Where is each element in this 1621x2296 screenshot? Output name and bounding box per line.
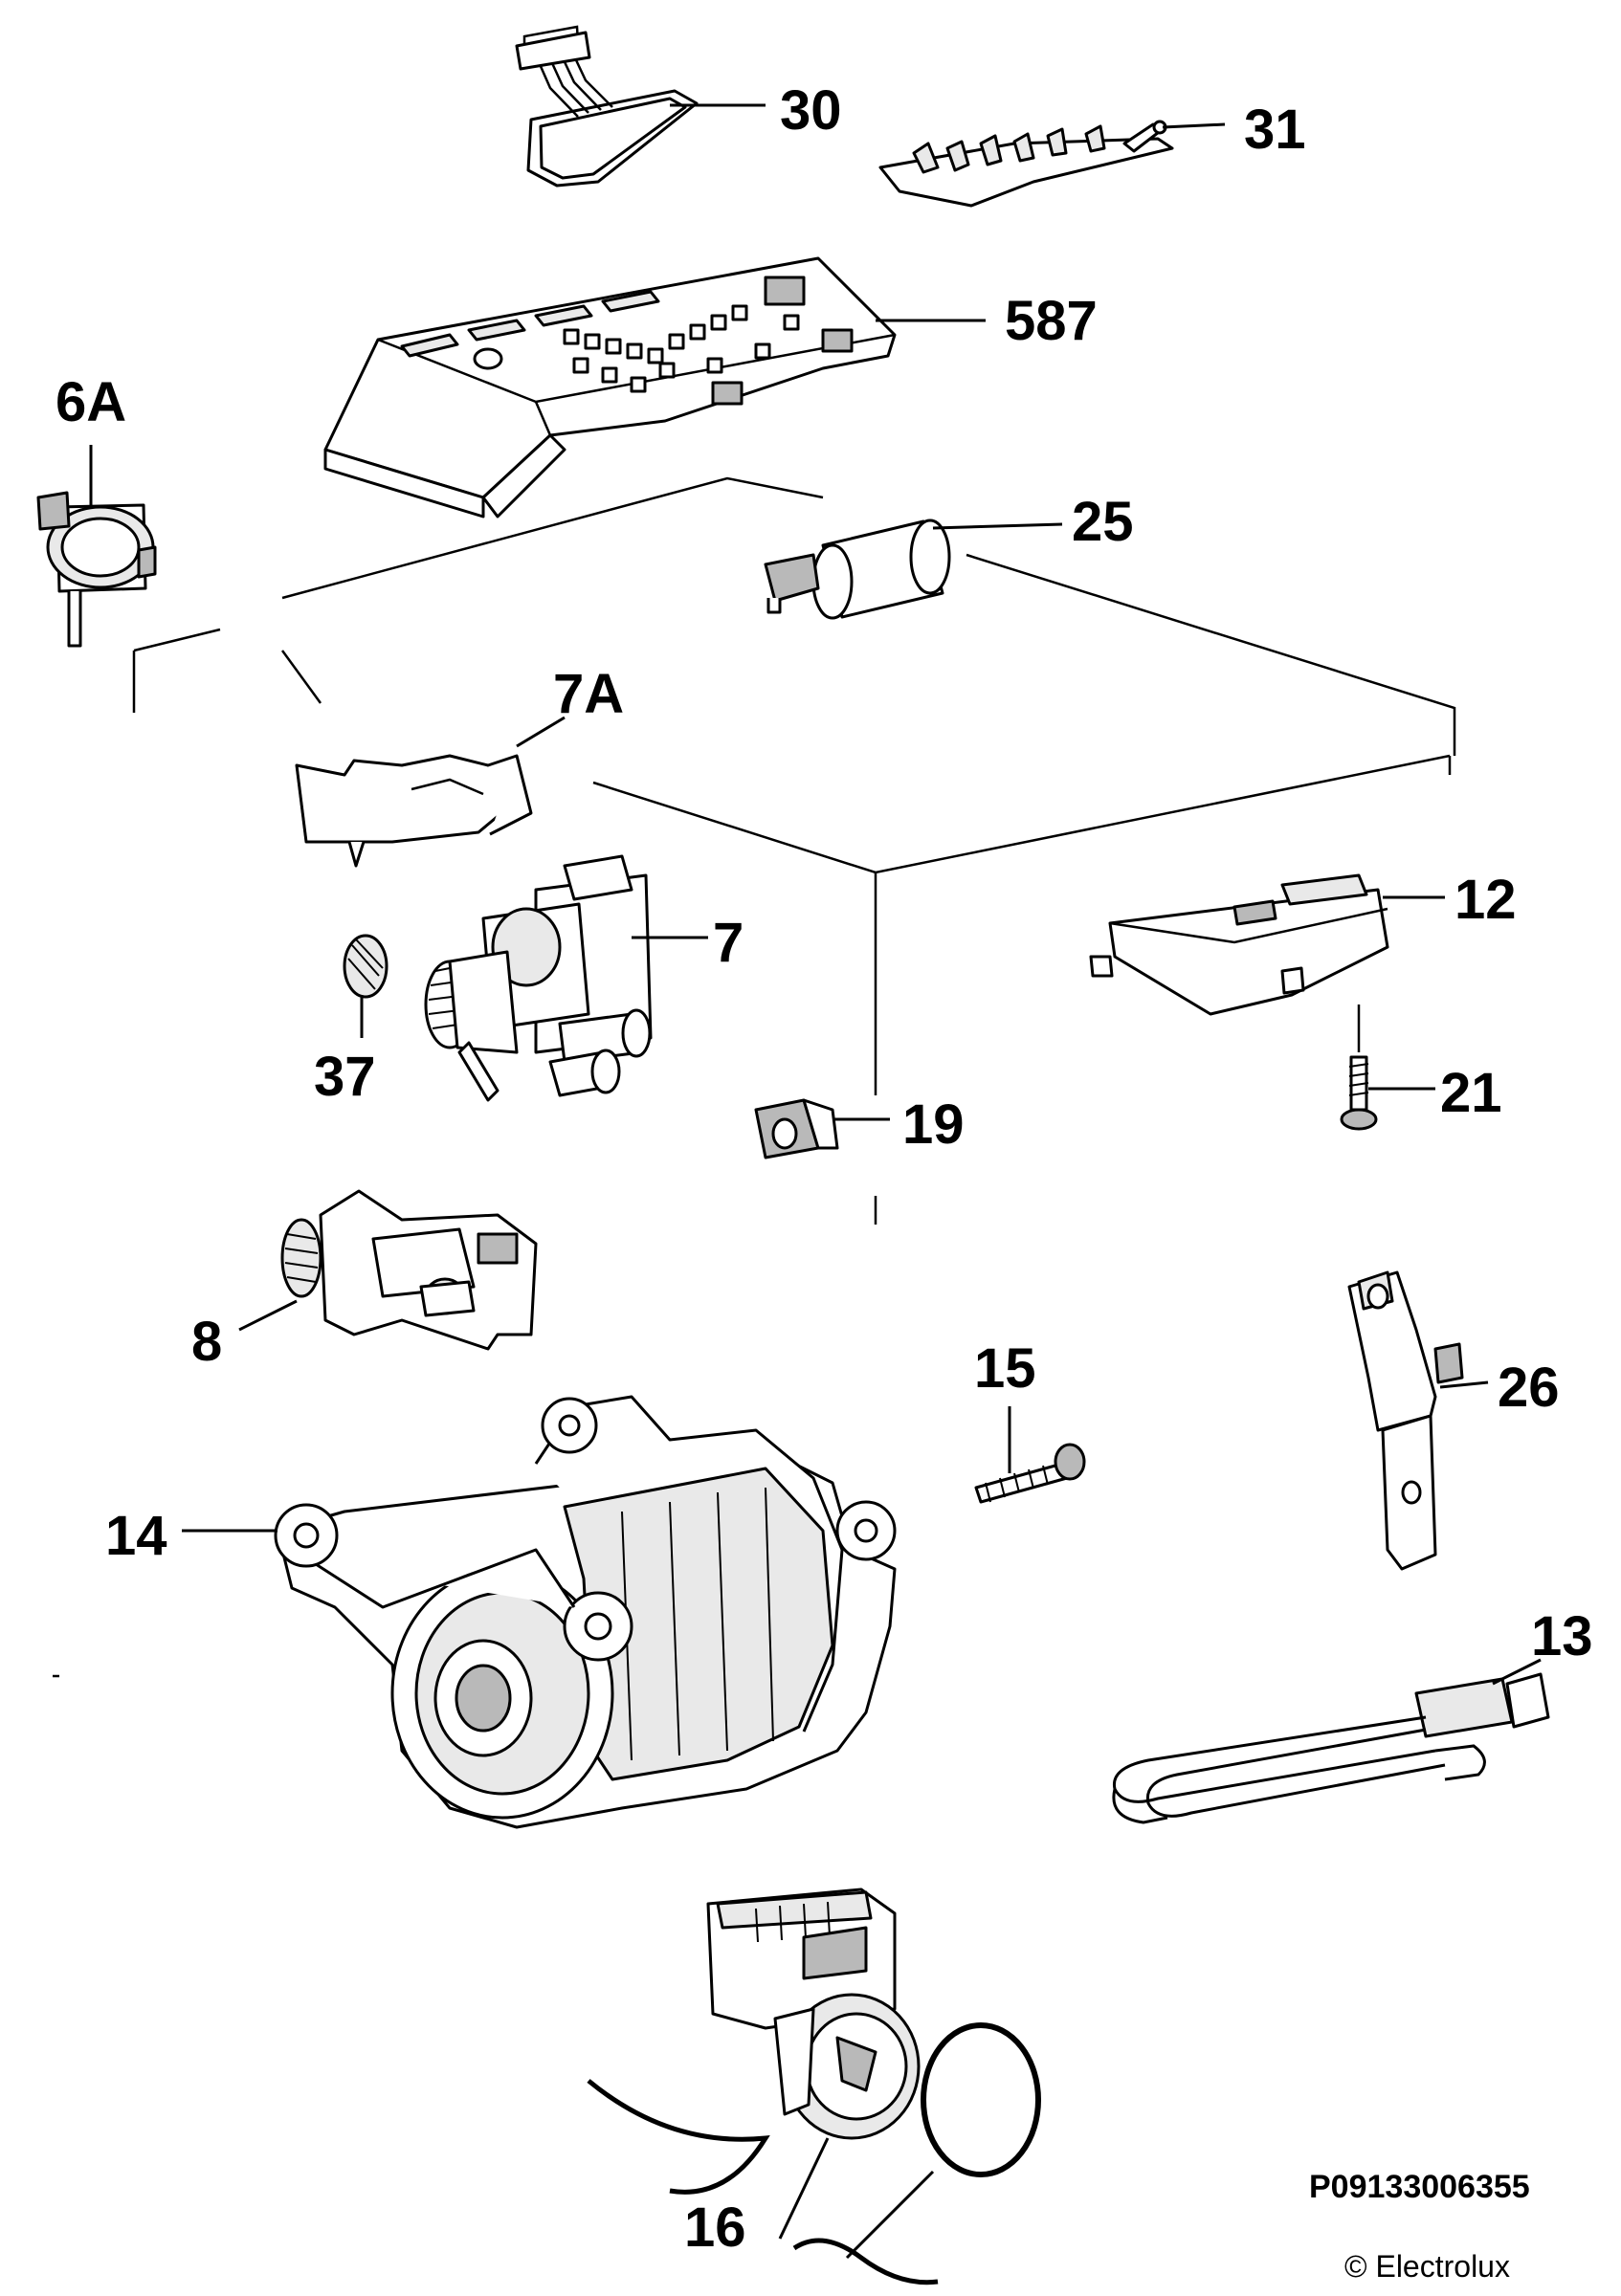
- label-7: 7: [713, 912, 744, 974]
- part-7-inlet-valve[interactable]: [424, 854, 653, 1102]
- part-16-drain-pump[interactable]: [706, 1888, 1041, 2177]
- label-12: 12: [1454, 869, 1517, 931]
- label-25: 25: [1072, 491, 1134, 553]
- part-37-filter[interactable]: [343, 934, 389, 999]
- part-6a-pressure-switch[interactable]: [36, 491, 157, 648]
- label-6a: 6A: [56, 371, 126, 433]
- label-587: 587: [1005, 290, 1098, 352]
- label-19: 19: [902, 1093, 965, 1156]
- diagram-code: P09133006355: [1309, 2169, 1530, 2205]
- cabinet-outline: [132, 476, 1456, 1225]
- label-7a: 7A: [553, 663, 624, 725]
- part-25-suppressor-filter[interactable]: [764, 519, 951, 620]
- copyright-notice: © Electrolux: [1344, 2249, 1510, 2284]
- label-31: 31: [1244, 99, 1306, 161]
- part-8-drain-valve[interactable]: [280, 1189, 538, 1351]
- part-19-clip[interactable]: [754, 1098, 839, 1159]
- part-26-sensor[interactable]: [1347, 1270, 1464, 1571]
- label-26: 26: [1498, 1357, 1560, 1419]
- part-587-electronic-module[interactable]: [323, 256, 897, 519]
- part-7a-bracket[interactable]: [295, 754, 533, 868]
- label-14: 14: [105, 1505, 167, 1567]
- label-16: 16: [684, 2197, 746, 2259]
- part-12-door-interlock[interactable]: [1089, 873, 1389, 1016]
- label-15: 15: [974, 1337, 1036, 1400]
- part-15-screw[interactable]: [974, 1443, 1086, 1504]
- label-8: 8: [191, 1311, 222, 1373]
- label-13: 13: [1531, 1605, 1593, 1667]
- label-21: 21: [1440, 1062, 1502, 1124]
- part-21-screw[interactable]: [1340, 1004, 1378, 1131]
- label-30: 30: [780, 79, 842, 142]
- part-14-motor[interactable]: [274, 1395, 897, 1829]
- part-13-heating-element[interactable]: [1112, 1672, 1550, 1824]
- label-37: 37: [314, 1046, 376, 1108]
- part-30-ribbon-connector[interactable]: [515, 25, 699, 188]
- part-31-switch-board[interactable]: [878, 120, 1174, 208]
